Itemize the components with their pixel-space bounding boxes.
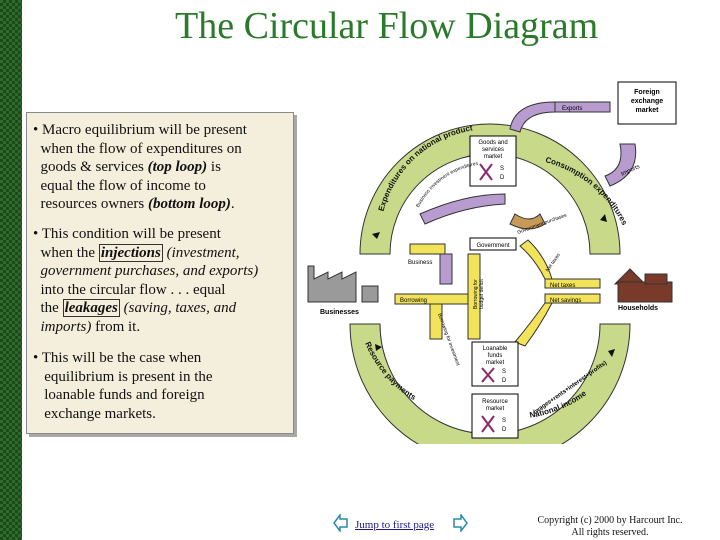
bottom-loop-band [349,323,631,444]
bullet-marker: • [33,226,39,242]
bullet-1-line-4: equal the flow of income to [40,177,206,194]
investment-flow [419,193,506,225]
bullet-2-line-6b: from it. [91,318,141,335]
injections-term: injections [98,243,163,262]
flow-arrow [608,349,615,357]
supply-demand-icon [481,367,495,383]
borrowing-for-investment-flow [429,303,443,340]
bullet-2-line-2c: (investment, [162,244,240,261]
households-house-icon [613,268,673,303]
savings-to-loanable-flow [514,302,553,347]
leakages-term: leakages [62,299,120,317]
goods-label-3: market [484,154,503,160]
bullet-1-line-2: when the flow of expenditures on [40,140,242,157]
government-box: Government [469,237,517,251]
goods-services-market-box: Goods and services market S D [469,135,517,187]
bullet-1: • Macro equilibrium will be present when… [33,121,291,214]
bullet-3-line-3: loanable funds and foreign [44,387,205,403]
bullet-2: • This condition will be present when th… [33,225,291,336]
supply-demand-icon [481,415,495,433]
taxes-to-government-flow [519,239,553,280]
loanable-label-1: Loanable [483,346,508,352]
demand-mark: D [502,427,507,433]
resource-label-1: Resource [482,399,508,405]
goods-label-1: Goods and [478,140,507,146]
budget-deficit-label-1: Borrowing for [473,279,479,309]
bottom-loop-term: (bottom loop) [147,196,231,212]
businesses-factory-icon [307,265,379,303]
bullet-3-line-1: This will be the case when [41,350,202,366]
supply-demand-icon [479,163,493,181]
budget-deficit-flow [467,253,481,340]
bullet-1-line-5a: resources owners [40,196,148,212]
exports-label: Exports [562,106,582,112]
exports-to-market-flow [509,101,556,133]
resource-label-2: market [486,406,505,412]
imports-flow [604,143,637,187]
jump-to-first-page-link[interactable]: Jump to first page [355,519,435,531]
net-taxes-label: Net taxes [550,283,575,289]
borrowing-label: Borrowing [400,298,427,304]
business-investment-vertical-flow [439,253,453,285]
net-taxes-flow [544,278,601,289]
bullet-2-line-3: government purchases, and exports) [40,263,259,279]
businesses-label: Businesses [320,309,359,316]
bullet-1-line-3a: goods & services [40,159,148,175]
decorative-side-bar [0,0,22,540]
bullet-1-line-1: Macro equilibrium will be present [42,122,247,138]
bullet-marker: • [33,350,39,366]
loanable-label-3: market [486,360,505,366]
flow-arrow [372,232,380,239]
net-savings-label: Net savings [550,298,581,304]
explanation-text-box: • Macro equilibrium will be present when… [26,112,294,434]
borrowing-for-investment-label: Borrowing for investment [436,313,461,368]
loanable-funds-market-box: Loanable funds market S D [471,341,519,387]
supply-mark: S [502,418,506,424]
demand-mark: D [500,175,505,181]
copyright-notice: Copyright (c) 2000 by Harcourt Inc. All … [510,515,710,539]
net-savings-flow [544,293,601,304]
business-flow [409,243,446,255]
bullet-2-line-4: into the circular flow . . . equal [40,281,226,298]
government-label: Government [476,243,509,249]
net-taxes-top-label: Net taxes [545,252,562,273]
loanable-label-2: funds [488,353,503,359]
slide-title: The Circular Flow Diagram [175,5,599,47]
goods-label-2: services [482,147,504,153]
supply-mark: S [500,166,504,172]
copyright-line-2: All rights reserved. [571,527,649,538]
bullet-1-line-3c: is [207,159,221,175]
bullet-3: • This will be the case when equilibrium… [33,349,291,423]
circular-flow-diagram: Foreign exchange market Goods and servic… [307,81,677,444]
top-loop-term: (top loop) [147,159,208,175]
budget-deficit-label-2: budget deficit [479,279,485,309]
bullet-3-line-2: equilibrium is present in the [44,368,213,385]
previous-arrow-icon[interactable] [333,514,349,532]
foreign-exchange-market-box: Foreign exchange market [617,81,677,125]
bullet-2-line-5c: (saving, taxes, and [119,300,237,316]
top-loop-band [359,123,621,255]
flow-arrow [600,214,607,222]
bullet-marker: • [33,122,39,138]
supply-mark: S [502,369,506,375]
fx-label-2: exchange [631,98,663,105]
fx-label-1: Foreign [634,89,660,96]
households-label: Households [618,305,658,312]
bullet-2-line-5a: the [40,300,63,316]
resource-market-box: Resource market S D [471,393,519,439]
copyright-line-1: Copyright (c) 2000 by Harcourt Inc. [537,515,683,526]
government-purchases-flow [509,213,546,230]
fx-label-3: market [636,107,660,114]
bullet-1-line-5c: . [230,196,235,212]
bullet-2-line-2a: when the [40,244,99,261]
bullet-3-line-4: exchange markets. [44,405,156,422]
flow-arrow [375,344,382,351]
bullet-2-line-6a: imports) [40,318,92,335]
demand-mark: D [502,378,507,384]
bullet-2-line-1: This condition will be present [41,226,221,242]
business-flow-label: Business [408,260,432,266]
next-arrow-icon[interactable] [452,514,468,532]
